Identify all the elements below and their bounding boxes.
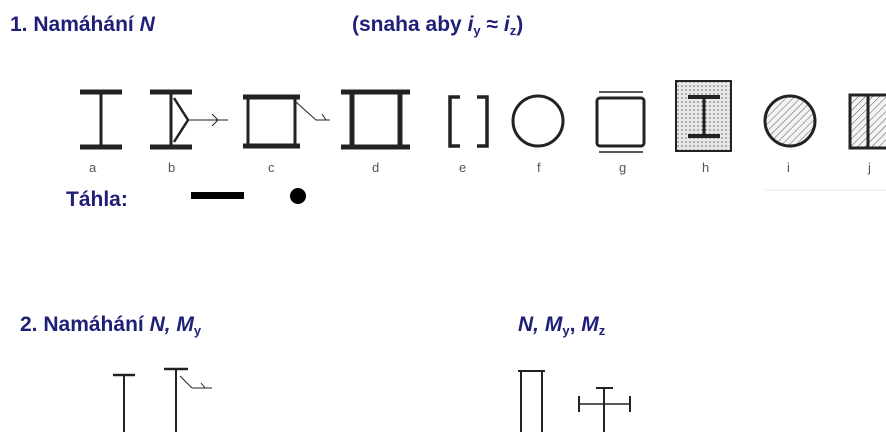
note-i1: i (467, 13, 474, 36)
section3-sub1: y (562, 323, 570, 338)
figure-label-c: c (268, 160, 275, 175)
note-open: (snaha aby (352, 13, 462, 36)
section2-ibeam (113, 373, 135, 432)
note-sub2: z (509, 23, 517, 38)
section3-m1: M (544, 313, 563, 336)
section2-symbol-n: N, (149, 313, 171, 336)
section-d-double-channel (341, 89, 410, 150)
figure-label-e: e (459, 160, 467, 175)
figure-label-i: i (787, 160, 790, 175)
section2-title: 2. Namáhání N, My (20, 313, 201, 338)
section1-title: 1. Namáhání N (10, 13, 155, 37)
section2-symbol-m: M (176, 313, 194, 336)
section1-number: 1. (10, 13, 28, 36)
figure-label-b: b (168, 160, 176, 175)
section3-cross (578, 387, 631, 432)
section3-n: N, (518, 313, 539, 336)
tension-label: Táhla: (66, 188, 128, 211)
section-f-tube (511, 94, 565, 148)
section1-word: Namáhání (33, 13, 134, 36)
section-a-ibeam (80, 89, 122, 150)
section-i-filled-tube (763, 94, 817, 148)
section2-sub: y (193, 323, 202, 338)
section-b-welded-ibeam (150, 89, 228, 150)
section-e-channels (448, 95, 489, 148)
section3-comma: , (569, 313, 576, 336)
tension-flat-bar (191, 192, 244, 199)
note-approx: ≈ (486, 13, 499, 36)
note-sub1: y (473, 23, 481, 38)
note-close: ) (516, 13, 524, 36)
section-j-filled-box (848, 93, 886, 150)
section-c-welded-box (243, 94, 330, 149)
tension-round-bar (290, 188, 306, 204)
section2-number: 2. (20, 313, 38, 336)
section-h-encased (675, 80, 732, 152)
section3-title: N, My, Mz (518, 313, 605, 338)
section3-m2: M (581, 313, 599, 336)
section1-note: (snaha aby iy ≈ iz) (352, 13, 523, 38)
note-i2: i (503, 13, 510, 36)
figure-label-g: g (619, 160, 627, 175)
figure-label-f: f (537, 160, 541, 175)
figure-label-d: d (372, 160, 380, 175)
section1-symbol: N (139, 13, 155, 36)
section2-tee (164, 367, 212, 432)
section-g-box (595, 91, 646, 153)
section3-sub2: z (598, 323, 606, 338)
section2-word: Namáhání (43, 313, 144, 336)
section3-box (518, 370, 545, 432)
figure-label-a: a (89, 160, 97, 175)
figure-label-j: j (868, 160, 871, 175)
figure-label-h: h (702, 160, 710, 175)
